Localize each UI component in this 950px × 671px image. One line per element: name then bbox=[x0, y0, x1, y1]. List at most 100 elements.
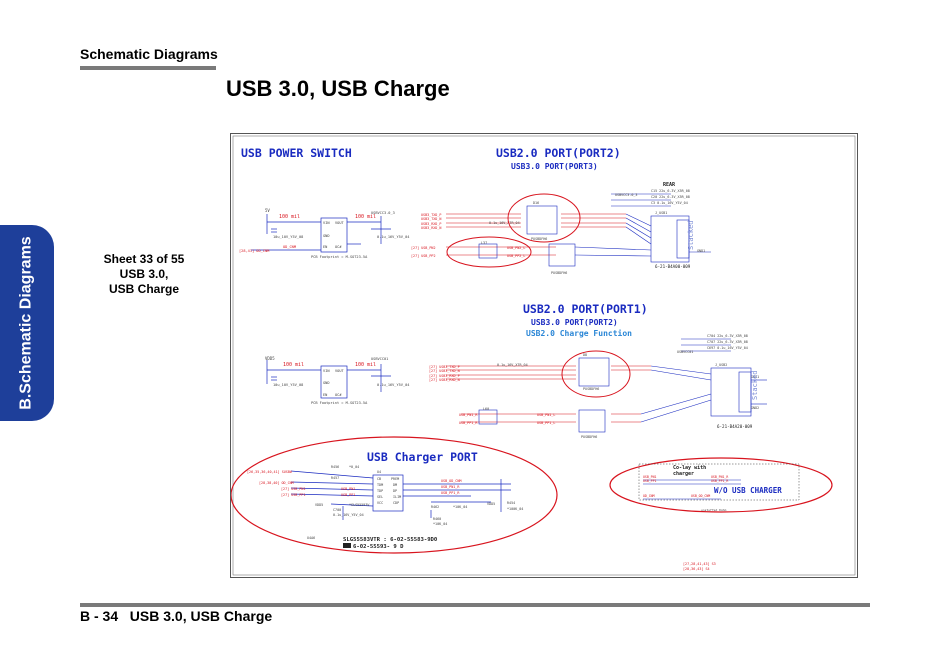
svg-text:USB_PN1_R: USB_PN1_R bbox=[459, 413, 478, 417]
svg-text:C15 22u_6.3V_X5R_08: C15 22u_6.3V_X5R_08 bbox=[651, 189, 690, 193]
sheet-topic-1: USB 3.0, bbox=[119, 267, 169, 281]
side-tab-label: B.Schematic Diagrams bbox=[18, 236, 35, 410]
svg-text:C697 0.1u_16V_Y5V_04: C697 0.1u_16V_Y5V_04 bbox=[707, 346, 748, 350]
svg-text:DP: DP bbox=[393, 489, 397, 493]
svg-text:*SLG55593V: *SLG55593V bbox=[349, 503, 369, 507]
svg-text:ILIM: ILIM bbox=[393, 495, 401, 499]
port2-circuit bbox=[478, 193, 711, 267]
power-switch-heading: USB POWER SWITCH bbox=[241, 146, 352, 160]
svg-text:C700: C700 bbox=[333, 508, 341, 512]
charger-net-labels: [26,35,36,40,41] SUSB# [28,38,40] OD_CNM… bbox=[247, 470, 461, 497]
page-title: USB 3.0, USB Charge bbox=[226, 76, 450, 101]
no-charger-label: W/O USB CHARGER bbox=[714, 486, 782, 495]
svg-text:R456: R456 bbox=[331, 465, 339, 469]
bottom-right-labels: [27,28,41,43] S3 [28,36,43] S4 bbox=[683, 562, 716, 571]
svg-text:TDP: TDP bbox=[377, 489, 383, 493]
port1-function-label: USB2.0 Charge Function bbox=[526, 328, 632, 338]
svg-text:USB_PN1_R: USB_PN1_R bbox=[711, 475, 728, 479]
port1-component-labels: C704 22u_6.3V_X5R_08 C707 22u_6.3V_X5R_0… bbox=[483, 334, 759, 439]
vdd-label: VDD5 bbox=[265, 356, 275, 361]
highlight-charger-port bbox=[231, 436, 558, 554]
highlight-d16 bbox=[507, 193, 581, 243]
svg-text:[27] USB3_TXD_N: [27] USB3_TXD_N bbox=[429, 369, 460, 373]
highlight-d8 bbox=[561, 350, 631, 398]
svg-text:GND: GND bbox=[323, 381, 330, 385]
svg-text:USB3_TXD_N: USB3_TXD_N bbox=[421, 217, 441, 221]
svg-text:USB_OD_CNM: USB_OD_CNM bbox=[691, 494, 710, 498]
charger-part-marker bbox=[343, 543, 351, 548]
svg-text:[27] USB_PN2: [27] USB_PN2 bbox=[411, 246, 436, 250]
svg-text:USB_PN1: USB_PN1 bbox=[341, 487, 355, 491]
footer: B - 34 USB 3.0, USB Charge bbox=[80, 608, 272, 624]
svg-text:PUSBDFH6: PUSBDFH6 bbox=[551, 271, 567, 275]
port1-power-circuit bbox=[266, 360, 391, 399]
svg-text:USB3_RXD_N: USB3_RXD_N bbox=[421, 226, 441, 230]
svg-text:VDD5: VDD5 bbox=[315, 503, 323, 507]
port2-traces bbox=[446, 213, 626, 256]
svg-text:USBVCC01: USBVCC01 bbox=[677, 350, 693, 354]
svg-text:D16: D16 bbox=[533, 201, 539, 205]
svg-text:[26,35,36,40,41] SUSB#: [26,35,36,40,41] SUSB# bbox=[247, 470, 293, 474]
footer-page-label: USB 3.0, USB Charge bbox=[129, 608, 273, 624]
svg-text:J_USB1: J_USB1 bbox=[655, 211, 667, 215]
current-label-4: 100 mil bbox=[355, 362, 376, 368]
svg-text:PREM: PREM bbox=[391, 477, 399, 481]
svg-text:USB_PN2_L: USB_PN2_L bbox=[507, 246, 525, 250]
svg-text:R454: R454 bbox=[507, 501, 515, 505]
svg-text:[28,36,43] S4: [28,36,43] S4 bbox=[683, 567, 710, 571]
svg-text:USB_PN1: USB_PN1 bbox=[643, 475, 657, 479]
svg-text:EN: EN bbox=[323, 245, 327, 249]
svg-text:U4A6: U4A6 bbox=[307, 536, 315, 540]
svg-text:SEL: SEL bbox=[377, 495, 383, 499]
svg-text:[27] USB_PP2: [27] USB_PP2 bbox=[411, 254, 436, 258]
svg-text:OC#: OC# bbox=[335, 245, 342, 249]
current-label-1: 100 mil bbox=[279, 214, 300, 220]
port1-connector-pn: 6-21-B4A20-009 bbox=[717, 424, 753, 429]
svg-text:VIN: VIN bbox=[323, 369, 330, 373]
svg-text:[27] USB3_RXD_P: [27] USB3_RXD_P bbox=[429, 374, 460, 378]
power-switch-circuit bbox=[251, 214, 391, 253]
svg-text:PUSBDFH6: PUSBDFH6 bbox=[531, 237, 547, 241]
port1-net-labels: [27] USB3_TXD_P [27] USB3_TXD_N [27] USB… bbox=[429, 365, 555, 425]
svg-text:[28,38,40] OD_CNM: [28,38,40] OD_CNM bbox=[259, 481, 294, 485]
header-rule bbox=[80, 66, 216, 70]
svg-text:USB_PN1_L: USB_PN1_L bbox=[537, 413, 555, 417]
svg-text:USB_PP1_R: USB_PP1_R bbox=[711, 479, 728, 483]
port1-subheading: USB3.0 PORT(PORT2) bbox=[531, 318, 618, 327]
port1-connector-text: Stacked bbox=[751, 370, 759, 400]
svg-text:R460: R460 bbox=[433, 517, 441, 521]
svg-text:GND2: GND2 bbox=[751, 406, 759, 410]
svg-text:PUSBDFH6: PUSBDFH6 bbox=[583, 387, 599, 391]
svg-text:USB_OD_CNM: USB_OD_CNM bbox=[441, 479, 461, 483]
svg-text:USB_PP1_R: USB_PP1_R bbox=[459, 421, 478, 425]
svg-text:VOUT: VOUT bbox=[335, 221, 344, 225]
sheet-number: Sheet 33 of 55 bbox=[103, 252, 185, 266]
section-title: Schematic Diagrams bbox=[80, 46, 218, 62]
power-switch-net-labels: [28,41] OD_CNM OD_CNM bbox=[239, 245, 297, 253]
port2-net-labels: USB3_TXD_P USB3_TXD_N USB3_RXD_P USB3_RX… bbox=[411, 213, 525, 258]
charger-circuit bbox=[290, 470, 511, 520]
port2-connector-pn: 6-21-B4A00-009 bbox=[655, 264, 691, 269]
svg-text:GND: GND bbox=[323, 234, 330, 238]
no-charger-box bbox=[638, 463, 800, 501]
svg-text:0.1u_16V_X7R_04: 0.1u_16V_X7R_04 bbox=[497, 363, 528, 367]
svg-text:U4: U4 bbox=[377, 470, 381, 474]
svg-text:USBVCC3.0_3: USBVCC3.0_3 bbox=[615, 193, 637, 197]
svg-text:10u_10V_Y5V_08: 10u_10V_Y5V_08 bbox=[273, 383, 303, 387]
svg-text:J_USB2: J_USB2 bbox=[715, 363, 727, 367]
svg-text:0.1u_16V_Y5V_04: 0.1u_16V_Y5V_04 bbox=[377, 235, 409, 239]
svg-text:VIN: VIN bbox=[323, 221, 330, 225]
svg-text:C20 22u_6.3V_X5R_08: C20 22u_6.3V_X5R_08 bbox=[651, 195, 690, 199]
svg-text:TDM: TDM bbox=[377, 483, 383, 487]
svg-text:0.1u_16V_Y5V_04: 0.1u_16V_Y5V_04 bbox=[333, 513, 364, 517]
svg-text:[27] USB3_TXD_P: [27] USB3_TXD_P bbox=[429, 365, 460, 369]
rear-label: REAR bbox=[663, 182, 676, 188]
svg-text:[27,28,41,43] S3: [27,28,41,43] S3 bbox=[683, 562, 716, 566]
svg-text:C3 0.1u_16V_Y5V_04: C3 0.1u_16V_Y5V_04 bbox=[651, 201, 688, 205]
no-charger-small-note: unstuffed 0ohm bbox=[701, 508, 726, 512]
port2-subheading: USB3.0 PORT(PORT3) bbox=[511, 162, 598, 171]
svg-text:10u_10V_Y5V_08: 10u_10V_Y5V_08 bbox=[273, 235, 303, 239]
